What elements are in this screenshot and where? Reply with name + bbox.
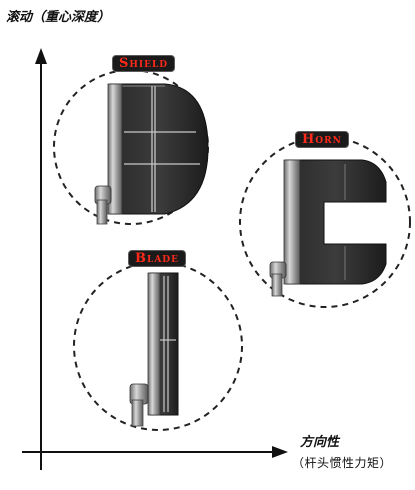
badge-horn: Horn (295, 131, 349, 148)
y-axis-label: 滚动（重心深度） (6, 10, 111, 25)
badge-shield: Shield (112, 55, 176, 72)
putter-horn (239, 136, 411, 308)
badge-blade: Blade (128, 250, 186, 267)
x-axis (22, 446, 288, 458)
y-axis (35, 48, 47, 470)
putter-shield (53, 69, 209, 225)
putter-blade (73, 261, 243, 431)
x-axis-sublabel: （杆头惯性力矩） (292, 456, 393, 470)
x-axis-arrow-icon (272, 446, 288, 458)
blade-circle (73, 261, 243, 431)
y-axis-arrow-icon (35, 48, 47, 64)
x-axis-label: 方向性 (300, 435, 340, 450)
